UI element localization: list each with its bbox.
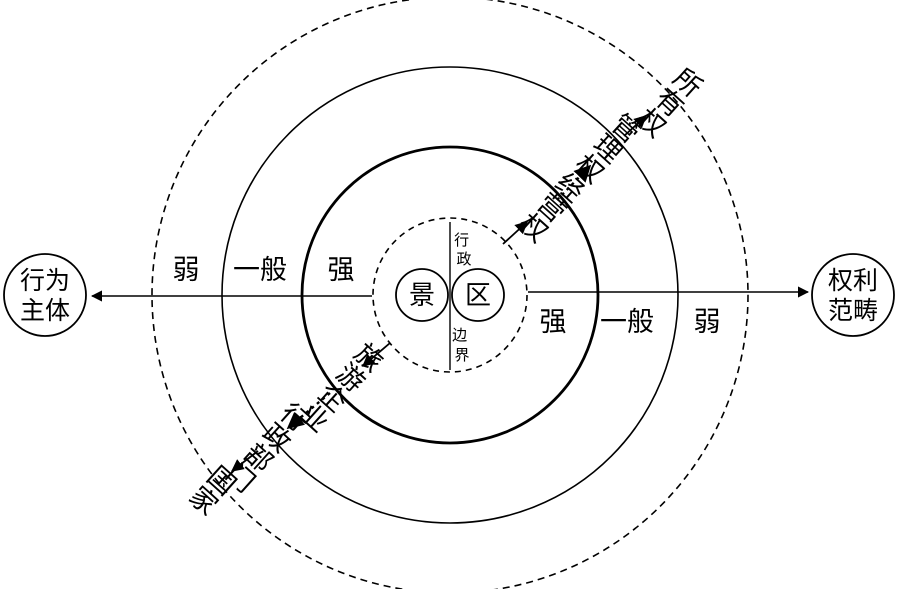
arrow-department-to-state xyxy=(231,450,259,472)
boundary-label-bottom: 边 界 xyxy=(452,326,472,364)
boundary-top-char-1: 行 xyxy=(454,231,469,249)
right-scale-weak: 弱 xyxy=(694,307,721,338)
arrow-enterprise-to-department xyxy=(286,392,331,430)
right-scale-general: 一般 xyxy=(600,307,654,338)
right-node-line1: 权利 xyxy=(828,266,878,295)
left-node-circle xyxy=(3,253,87,337)
right-scale-strong: 强 xyxy=(540,307,567,338)
boundary-label-top: 行 政 xyxy=(454,231,474,268)
left-scale-weak: 弱 xyxy=(173,255,200,286)
arrow-core-to-operation xyxy=(502,221,528,245)
operation-right-label: 经营权 xyxy=(511,164,589,245)
arrow-core-to-enterprise xyxy=(362,342,391,367)
operation-right-text: 经营权 xyxy=(511,164,589,245)
right-node-line2: 范畴 xyxy=(828,296,878,325)
right-node-circle xyxy=(811,253,895,337)
core-label-left: 景 xyxy=(409,281,435,311)
ownership-right-label: 所有权 xyxy=(629,59,707,140)
core-circle-right xyxy=(451,268,505,322)
inner-ring xyxy=(300,145,600,445)
boundary-bottom-char-2: 界 xyxy=(454,346,469,364)
left-scale-strong: 强 xyxy=(328,255,355,286)
arrow-operation-to-management xyxy=(556,164,592,201)
arrow-management-to-ownership xyxy=(623,115,647,137)
left-node-line1: 行为 xyxy=(20,266,70,295)
boundary-bottom-char-1: 边 xyxy=(452,326,467,344)
ownership-right-text: 所有权 xyxy=(629,59,707,140)
middle-ring xyxy=(221,66,679,524)
core-circle-left xyxy=(395,268,449,322)
core-dashed-ring xyxy=(372,217,528,373)
left-node-line2: 主体 xyxy=(20,296,70,325)
outer-dashed-ring xyxy=(151,0,749,589)
core-label-right: 区 xyxy=(465,281,491,311)
left-scale-general: 一般 xyxy=(233,255,287,286)
boundary-top-char-2: 政 xyxy=(456,250,471,268)
